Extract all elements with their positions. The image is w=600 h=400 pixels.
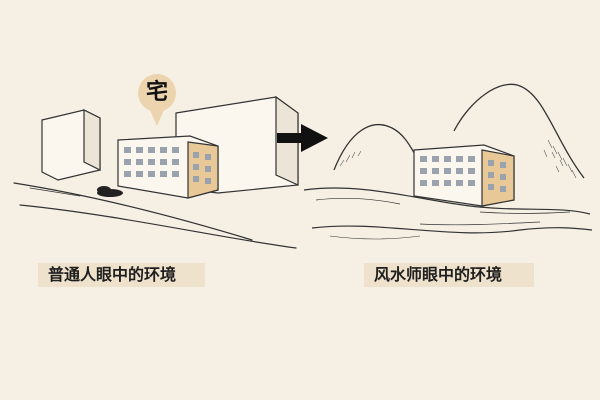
road-line xyxy=(13,182,253,241)
river xyxy=(303,187,593,240)
residence-marker: 宅 xyxy=(138,74,176,112)
caption-fengshui-view: 风水师眼中的环境 xyxy=(364,263,534,287)
mountains xyxy=(333,83,585,179)
mountain-hatching xyxy=(339,139,577,179)
house-windows-left xyxy=(124,147,211,184)
building-back-left xyxy=(41,109,101,181)
car xyxy=(97,186,123,197)
road-line xyxy=(29,187,81,197)
building-house-left xyxy=(117,135,219,199)
caption-ordinary-view: 普通人眼中的环境 xyxy=(38,263,205,287)
road-line xyxy=(19,204,297,249)
marker-pin-tail xyxy=(150,110,164,126)
arrow-right-icon xyxy=(277,124,328,152)
house-windows-right xyxy=(420,156,506,192)
building-house-right xyxy=(413,144,515,207)
